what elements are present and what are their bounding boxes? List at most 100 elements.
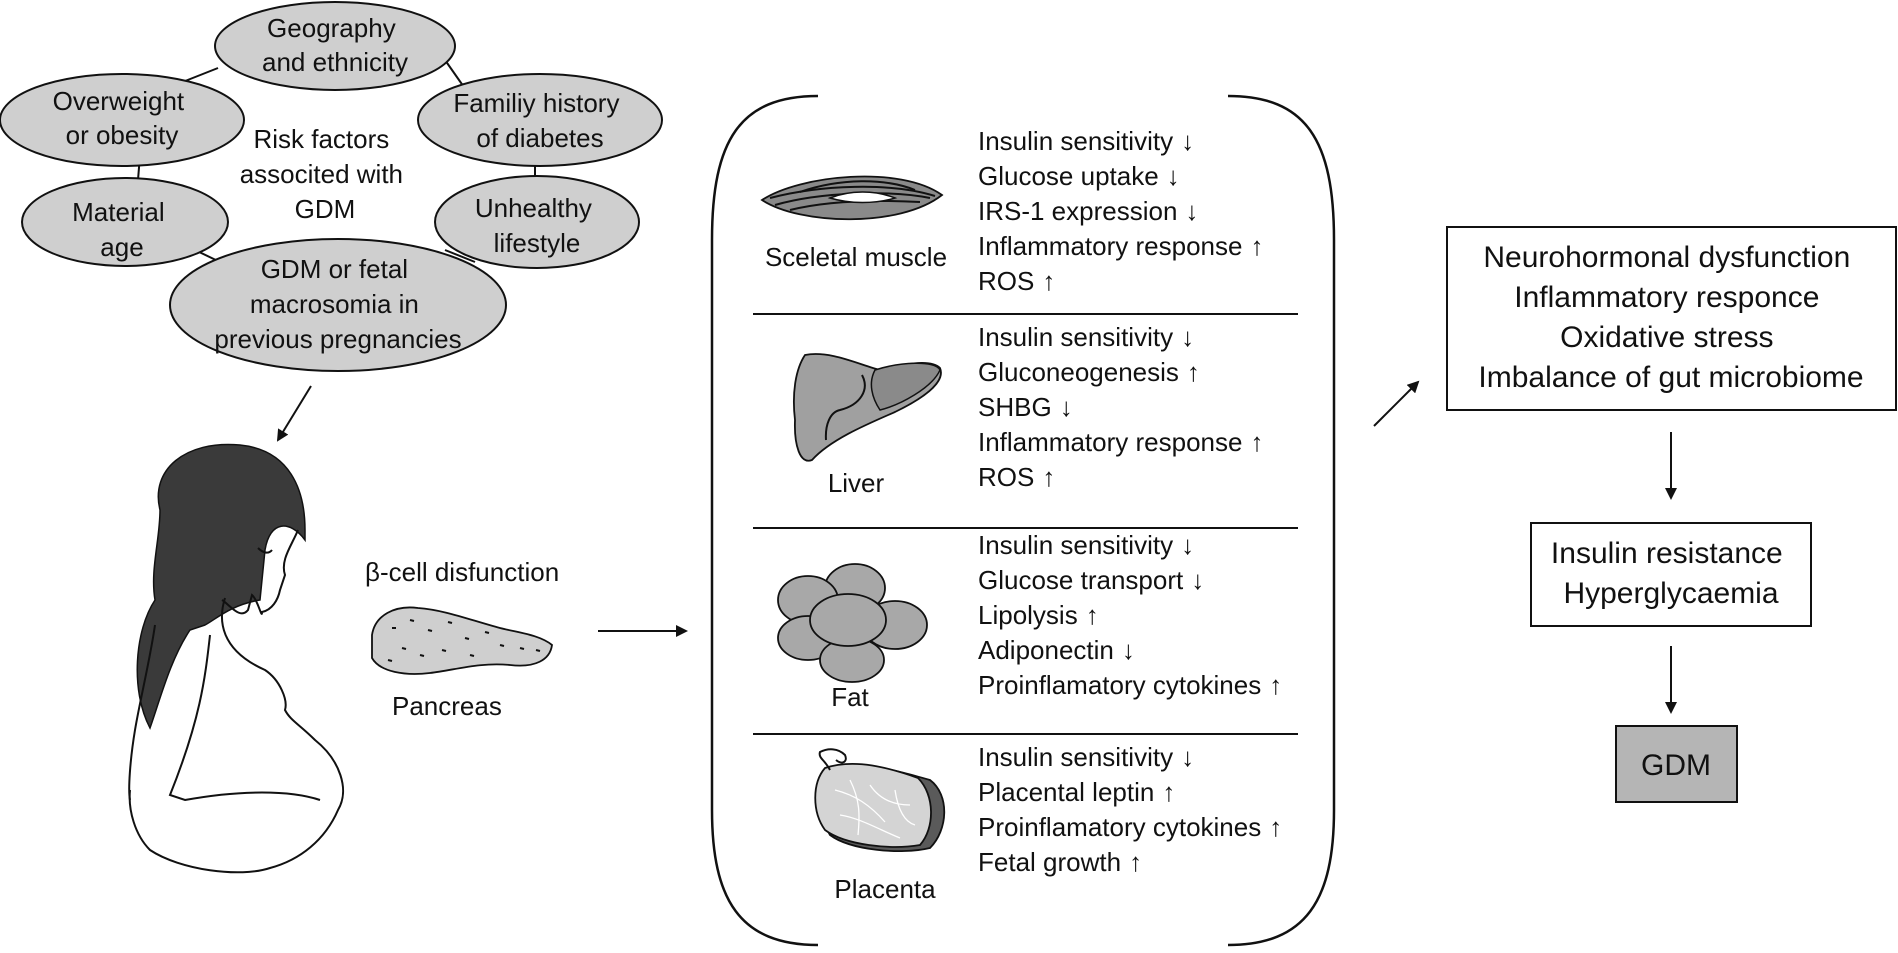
risk-family-history-label: Familiy history of diabetes — [453, 88, 626, 153]
pancreas-icon — [371, 606, 553, 675]
up-arrow-icon: ↑ — [1269, 812, 1282, 842]
body-outline-back — [128, 624, 156, 801]
pregnant-woman-illustration — [128, 443, 345, 874]
placenta-icon — [814, 748, 946, 852]
organ-effect-item: Insulin sensitivity ↓ — [978, 126, 1194, 156]
up-arrow-icon: ↑ — [1162, 777, 1175, 807]
effect-label: Insulin sensitivity — [978, 742, 1173, 772]
fat-icon — [777, 563, 928, 683]
liver-icon — [792, 353, 942, 462]
organ-effect-item: Gluconeogenesis ↑ — [978, 357, 1200, 387]
effect-label: Insulin sensitivity — [978, 322, 1173, 352]
risk-material-age-ellipse — [21, 177, 229, 267]
risk-family-history-ellipse — [417, 73, 663, 167]
beta-cell-label: β-cell disfunction — [365, 557, 559, 587]
down-arrow-icon: ↓ — [1191, 565, 1204, 595]
organ-effect-item: Fetal growth ↑ — [978, 847, 1142, 877]
pancreas-label: Pancreas — [392, 691, 502, 721]
gdm-final-label: GDM — [1641, 749, 1711, 782]
cluster-connector-bottom-right — [444, 249, 476, 263]
organ-effect-item: Insulin sensitivity ↓ — [978, 742, 1194, 772]
pancreas-dots — [387, 619, 541, 662]
effect-label: Adiponectin — [978, 635, 1114, 665]
muscle-icon — [760, 175, 944, 221]
up-arrow-icon: ↑ — [1042, 266, 1055, 296]
effect-label: Proinflamatory cytokines — [978, 670, 1261, 700]
effect-label: IRS-1 expression — [978, 196, 1177, 226]
effect-label: Fetal growth — [978, 847, 1121, 877]
organ-name-liver: Liver — [828, 468, 885, 498]
effect-label: Placental leptin — [978, 777, 1154, 807]
risk-factors-center-label: Risk factors associted with GDM — [240, 124, 411, 224]
risk-lifestyle-ellipse — [434, 175, 640, 269]
organ-effect-item: Glucose transport↓ — [978, 565, 1204, 595]
up-arrow-icon: ↑ — [1187, 357, 1200, 387]
organ-effect-item: Lipolysis ↑ — [978, 600, 1099, 630]
risk-overweight-label: Overweight or obesity — [53, 86, 192, 150]
organ-effect-item: Inflammatory response ↑ — [978, 427, 1263, 457]
body-outline-front — [128, 597, 345, 874]
risk-material-age-label: Material age — [72, 197, 172, 262]
effect-label: SHBG — [978, 392, 1052, 422]
organ-effect-item: ROS ↑ — [978, 266, 1055, 296]
up-arrow-icon: ↑ — [1250, 231, 1263, 261]
risk-geography-ellipse — [214, 1, 456, 91]
gdm-final-box — [1615, 725, 1738, 803]
effect-label: Glucose uptake — [978, 161, 1159, 191]
down-arrow-icon: ↓ — [1181, 742, 1194, 772]
pancreas-group: β-cell disfunction Pancreas — [365, 557, 559, 721]
effect-label: Gluconeogenesis — [978, 357, 1179, 387]
risk-overweight-ellipse — [0, 73, 245, 167]
organ-effect-item: Insulin sensitivity ↓ — [978, 322, 1194, 352]
organ-name-muscle: Sceletal muscle — [765, 242, 947, 272]
mechanisms-text: Neurohormonal dysfunction Inflammatory r… — [1478, 241, 1863, 394]
arrow-risk-to-woman — [276, 385, 312, 442]
effect-label: Proinflamatory cytokines — [978, 812, 1261, 842]
down-arrow-icon: ↓ — [1181, 322, 1194, 352]
effect-label: Insulin sensitivity — [978, 126, 1173, 156]
organ-effect-item: SHBG↓ — [978, 392, 1073, 422]
organ-effects: Insulin sensitivity↓Glucose uptake↓IRS-1… — [978, 126, 1282, 877]
effect-label: ROS — [978, 266, 1034, 296]
organ-effect-item: Adiponectin ↓ — [978, 635, 1135, 665]
arm-outline — [168, 634, 321, 802]
up-arrow-icon: ↑ — [1250, 427, 1263, 457]
outcomes-box — [1530, 522, 1812, 627]
up-arrow-icon: ↑ — [1042, 462, 1055, 492]
up-arrow-icon: ↑ — [1129, 847, 1142, 877]
down-arrow-icon: ↓ — [1122, 635, 1135, 665]
effect-label: Glucose transport — [978, 565, 1184, 595]
organ-name-fat: Fat — [831, 682, 869, 712]
effect-label: Lipolysis — [978, 600, 1078, 630]
arrow-organs-to-mechanisms — [1373, 380, 1420, 427]
chin-line — [257, 547, 273, 554]
risk-previous-pregnancies-ellipse — [169, 238, 507, 372]
down-arrow-icon: ↓ — [1185, 196, 1198, 226]
organ-effect-item: IRS-1 expression ↓ — [978, 196, 1198, 226]
risk-previous-pregnancies-label: GDM or fetal macrosomia in previous preg… — [214, 254, 461, 354]
up-arrow-icon: ↑ — [1086, 600, 1099, 630]
down-arrow-icon: ↓ — [1167, 161, 1180, 191]
outcomes-text: Insulin resistance Hyperglycaemia — [1551, 537, 1791, 610]
organ-effect-item: Proinflamatory cytokines ↑ — [978, 670, 1282, 700]
risk-lifestyle-label: Unhealthy lifestyle — [475, 193, 599, 258]
up-arrow-icon: ↑ — [1269, 670, 1282, 700]
organ-effect-item: Placental leptin ↑ — [978, 777, 1175, 807]
organ-name-placenta: Placenta — [834, 874, 936, 904]
effect-label: ROS — [978, 462, 1034, 492]
right-bracket — [1227, 94, 1336, 947]
mechanisms-box — [1446, 226, 1897, 411]
risk-geography-label: Geography and ethnicity — [262, 13, 408, 77]
down-arrow-icon: ↓ — [1181, 126, 1194, 156]
organ-effect-item: Proinflamatory cytokines ↑ — [978, 812, 1282, 842]
down-arrow-icon: ↓ — [1181, 530, 1194, 560]
effect-label: Inflammatory response — [978, 427, 1242, 457]
organ-effect-item: Insulin sensitivity ↓ — [978, 530, 1194, 560]
hair-shape — [136, 443, 306, 730]
effect-label: Insulin sensitivity — [978, 530, 1173, 560]
left-bracket — [710, 94, 819, 947]
risk-factor-cluster: Geography and ethnicity Overweight or ob… — [0, 1, 663, 372]
effect-label: Inflammatory response — [978, 231, 1242, 261]
face-outline — [221, 529, 299, 615]
